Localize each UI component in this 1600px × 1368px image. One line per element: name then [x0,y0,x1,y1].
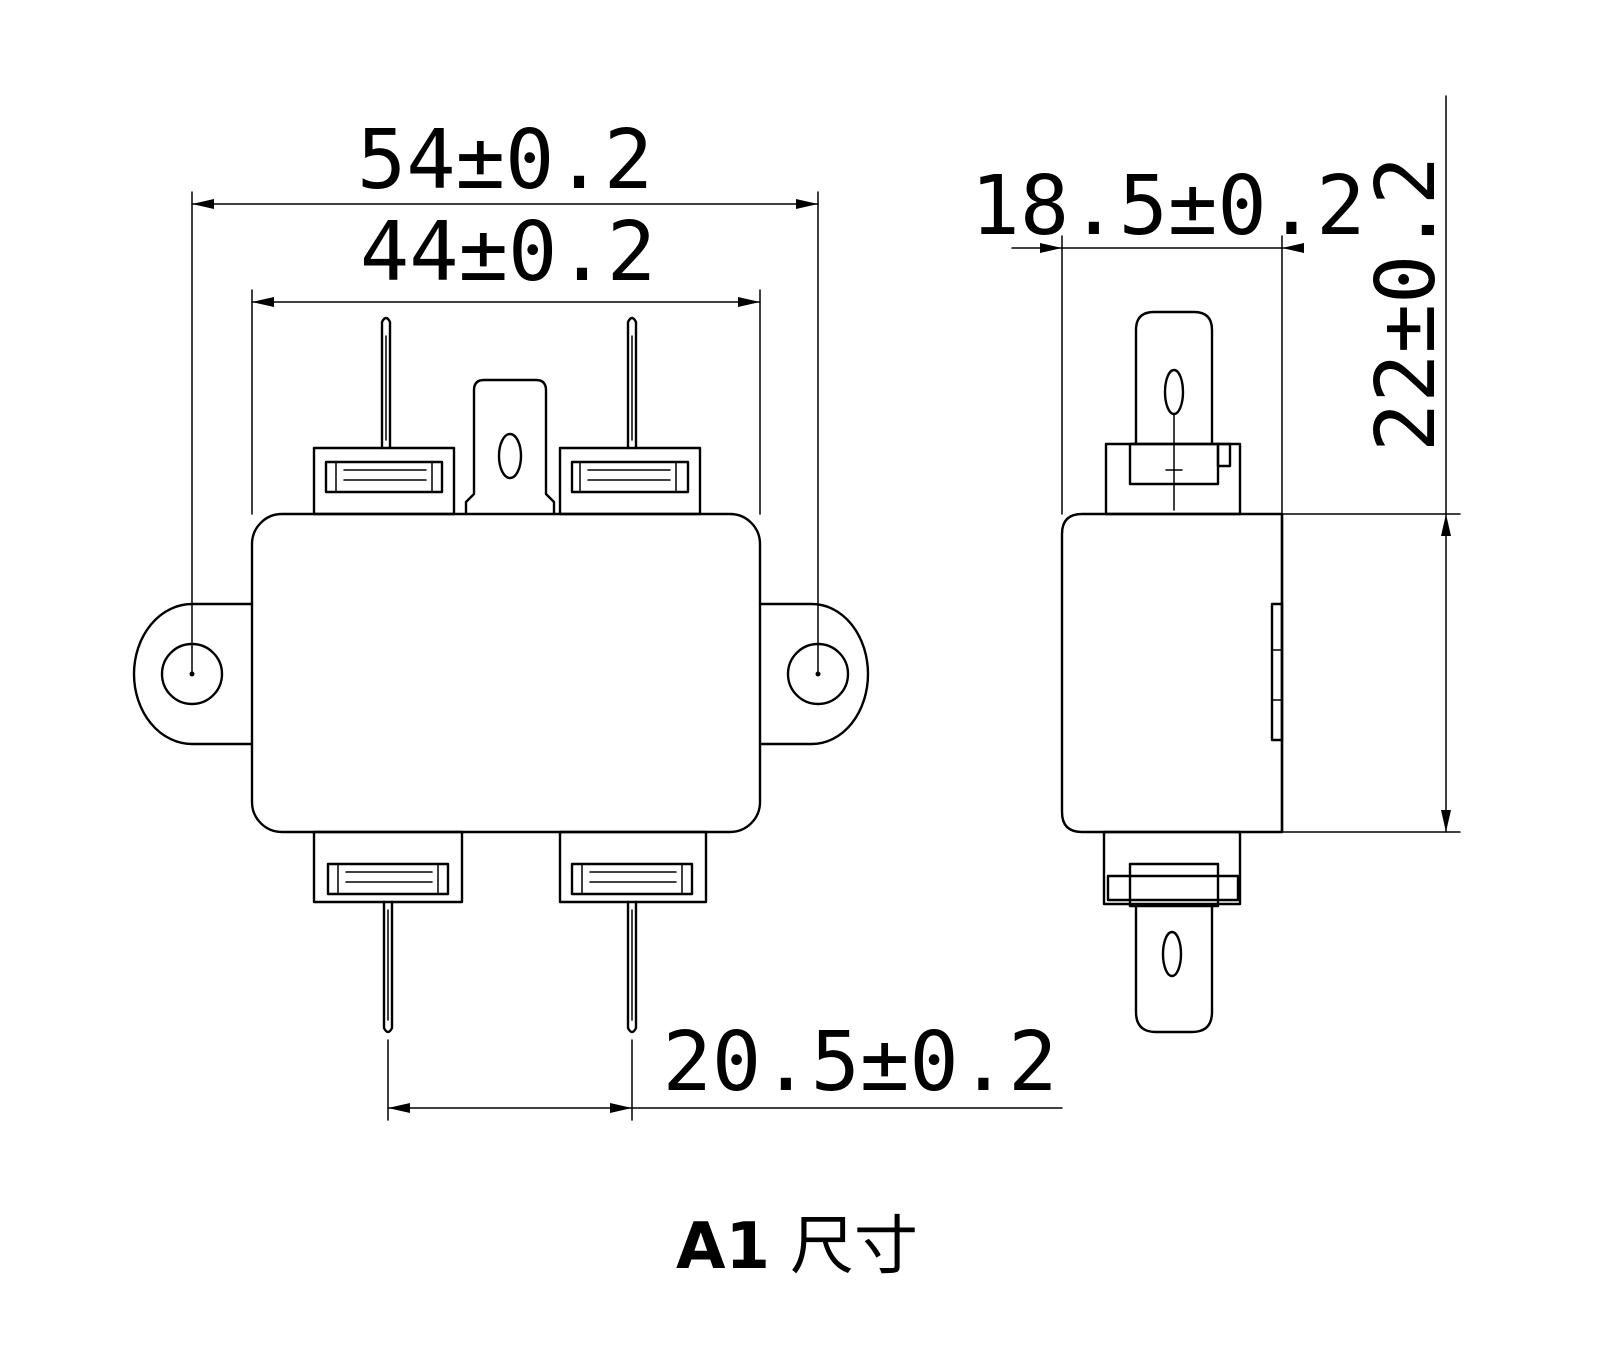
top-left-connector [312,316,456,516]
dim-body-width: 44±0.2 [251,205,761,515]
front-body [250,512,762,834]
dim-body-width-label: 44±0.2 [360,205,656,300]
svg-text:尺寸: 尺寸 [790,1210,918,1284]
bottom-right-connector [558,830,708,1034]
side-view: 18.5±0.2 22±0.2 [971,95,1461,1034]
top-right-connector [558,316,702,516]
svg-text:A1: A1 [676,1210,770,1284]
bottom-left-connector [312,830,464,1034]
caption-label: 尺寸 [790,1210,918,1284]
dim-overall-width-label: 54±0.2 [357,113,653,208]
dim-side-depth-label: 18.5±0.2 [971,159,1366,254]
side-top-terminal [1104,310,1242,516]
dim-side-height-label: 22±0.2 [1359,156,1454,452]
figure-caption: A1 尺寸 [676,1210,918,1284]
dim-side-depth: 18.5±0.2 [971,159,1366,515]
side-bottom-terminal [1102,830,1242,1034]
side-body [1060,512,1284,834]
front-view: 54±0.2 44±0.2 20.5±0.2 [132,113,1063,1121]
dim-pin-spacing: 20.5±0.2 [387,1015,1063,1121]
center-ground-tab [464,378,556,516]
dim-side-height: 22±0.2 [1281,95,1461,833]
front-mounting-flange [132,602,254,746]
dim-pin-spacing-label: 20.5±0.2 [663,1015,1058,1110]
caption-code: A1 [676,1210,770,1284]
dim-overall-width: 54±0.2 [191,113,819,675]
